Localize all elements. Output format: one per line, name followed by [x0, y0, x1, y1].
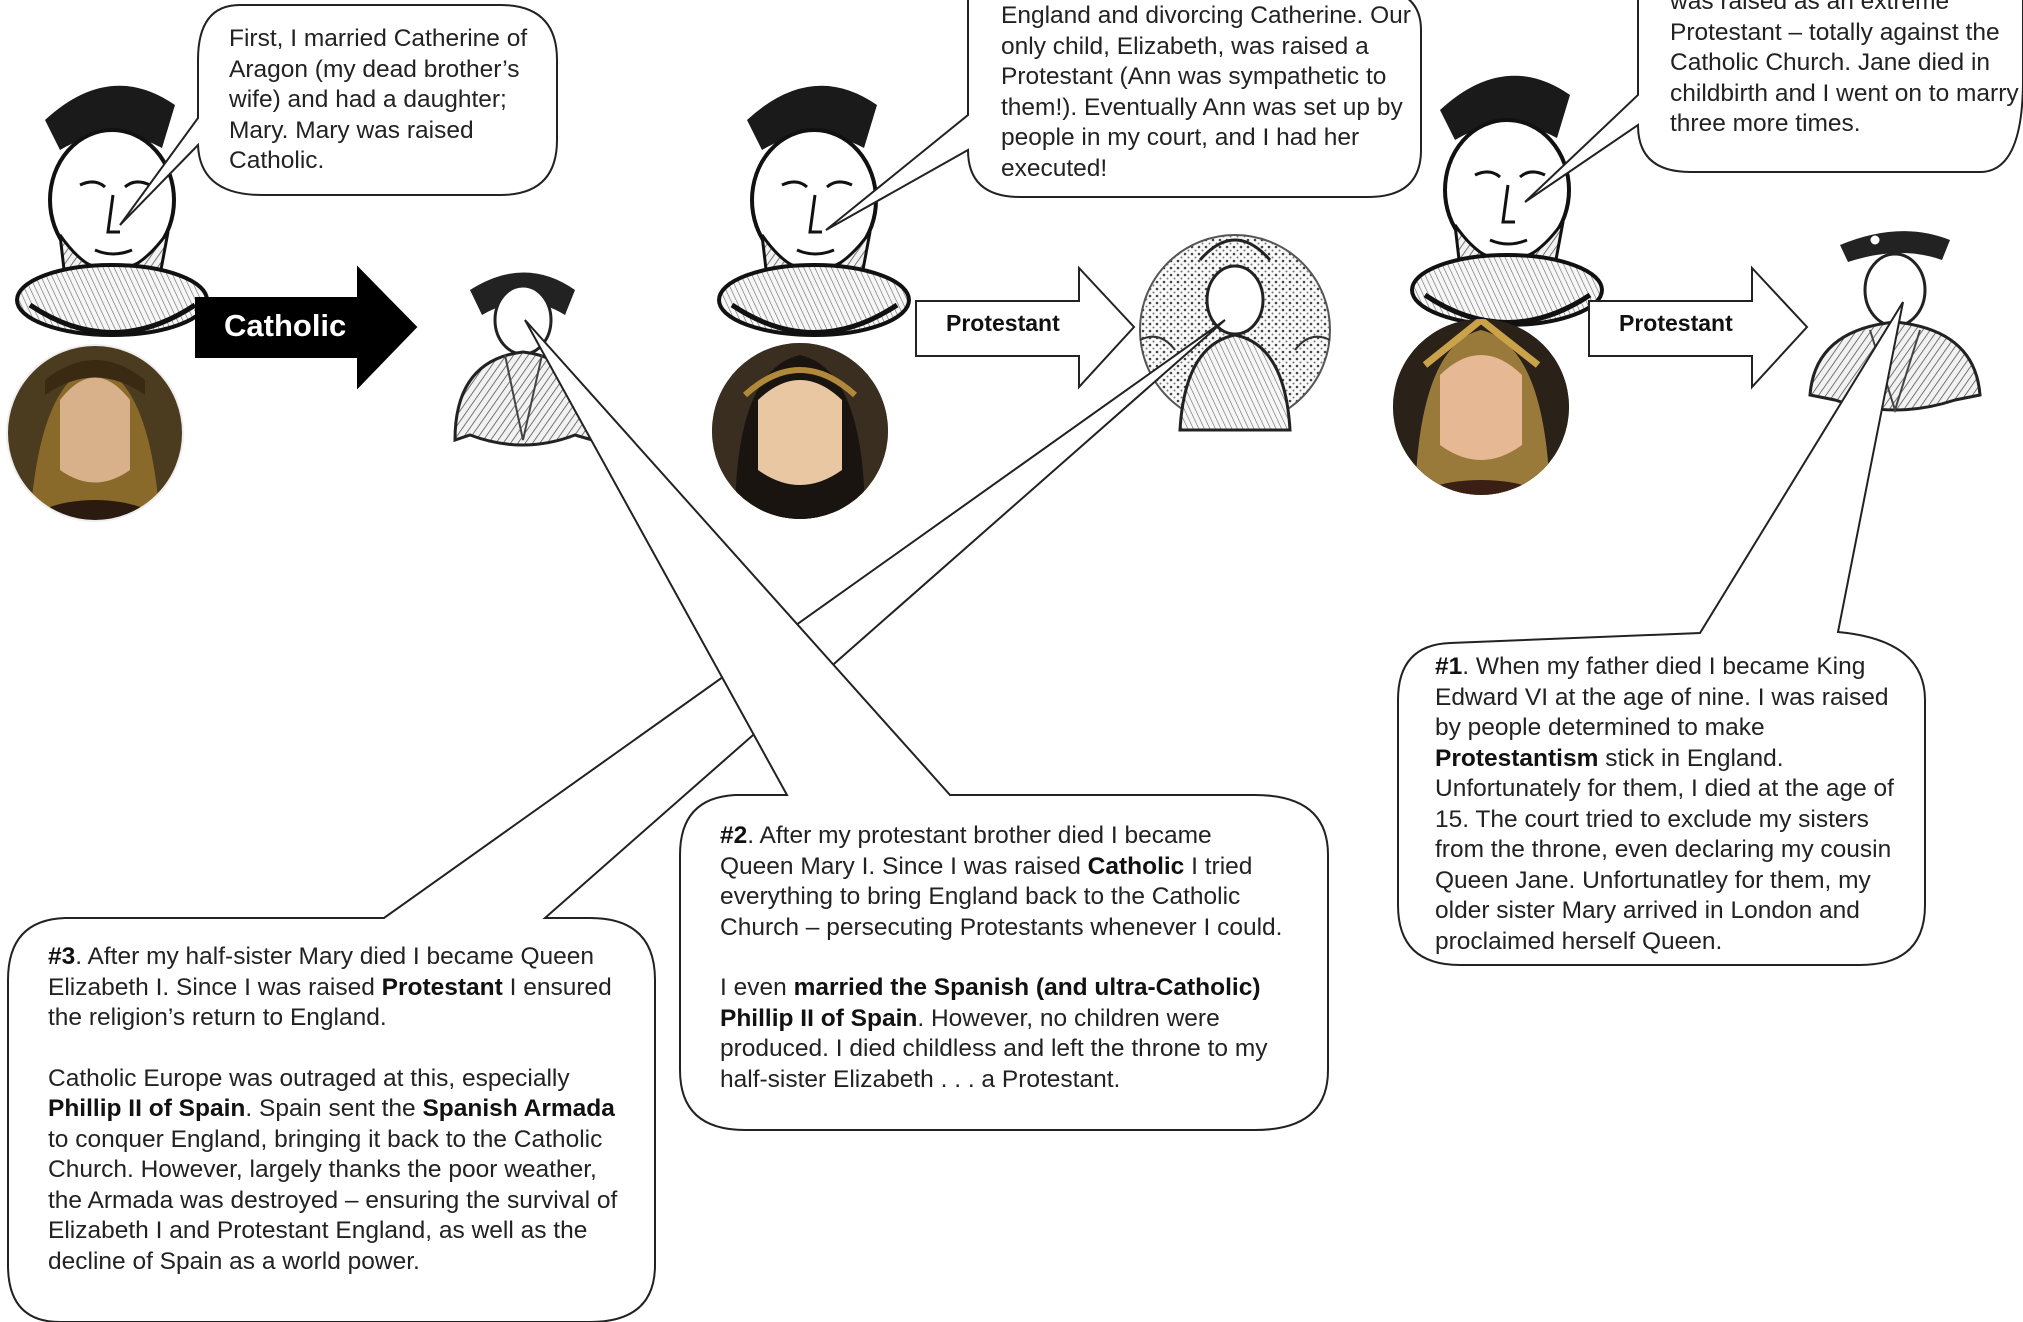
- bubble-bold-text: Protestantism: [1435, 744, 1599, 772]
- bubble-line: Protestant (Ann was sympathetic to: [1001, 63, 1387, 90]
- catholic-arrow: [195, 265, 418, 390]
- bubble-bold-text: Catholic: [1087, 852, 1185, 880]
- protestant-arrow-1: [915, 265, 1136, 390]
- jane-portrait: [1393, 319, 1569, 495]
- bubble-line: Mary. Mary was raised: [229, 116, 474, 144]
- bubble-bold-text: Phillip II of Spain: [48, 1095, 246, 1122]
- bubble-line: wife) and had a daughter;: [229, 86, 507, 113]
- protestant-arrow-label-2: Protestant: [1619, 310, 1733, 336]
- bubble-line: Aragon (my dead brother’s: [229, 55, 520, 83]
- bubble-text: stick in England. Unfortunately for them…: [1435, 744, 1894, 955]
- edward-bubble-text: #1. When my father died I became King Ed…: [1435, 652, 1895, 957]
- bubble-line: people in my court, and I had her: [1001, 124, 1360, 151]
- bubble-number: #1: [1435, 653, 1463, 680]
- henry-bubble-second-text: England and divorcing Catherine. Our onl…: [1001, 1, 1411, 184]
- bubble-text: to conquer England, bringing it back to …: [48, 1125, 618, 1275]
- bubble-line: First, I married Catherine of: [229, 25, 528, 52]
- bubble-line: Protestant – totally against the: [1670, 18, 2000, 46]
- anne-portrait: [712, 343, 888, 519]
- henry-bubble-first-text: First, I married Catherine of Aragon (my…: [229, 24, 527, 177]
- protestant-arrow-label-1: Protestant: [946, 310, 1060, 336]
- henry-bubble-third-text: was raised as an extreme Protestant – to…: [1670, 0, 2019, 140]
- bubble-text: . After my protestant brother died I bec…: [720, 822, 1212, 880]
- bubble-bold-text: Protestant: [381, 973, 503, 1001]
- bubble-text: I tried everything to bring England back…: [720, 852, 1283, 941]
- speech-bubble-catherine: [119, 4, 558, 226]
- bubble-bold-text: Spanish Armada: [422, 1095, 615, 1122]
- speech-bubble-jane: [1524, 0, 2023, 203]
- elizabeth-bubble-text: #3. After my half-sister Mary died I bec…: [48, 942, 618, 1277]
- speech-bubble-mary: [524, 319, 1329, 1131]
- king-henry-icon-1: [15, 85, 209, 337]
- bubble-text: I even: [720, 974, 794, 1001]
- bubble-line: England and divorcing Catherine. Our: [1001, 2, 1411, 29]
- mary-engraving: [453, 272, 594, 447]
- bubble-text: . However, no children were produced. I …: [720, 1004, 1268, 1093]
- bubble-line: only child, Elizabeth, was raised a: [1001, 32, 1369, 60]
- bubble-line: executed!: [1001, 154, 1108, 182]
- bubble-text: . When my father died I became King Edwa…: [1435, 653, 1889, 741]
- speech-bubble-edward: [1397, 301, 1926, 966]
- bubble-number: #2: [720, 822, 748, 849]
- catholic-arrow-label: Catholic: [224, 308, 347, 343]
- bubble-text: I ensured the religion’s return to Engla…: [48, 973, 612, 1032]
- bubble-line: was raised as an extreme: [1670, 0, 1950, 15]
- speech-bubble-anne: [825, 0, 1422, 231]
- protestant-arrow-2: [1588, 265, 1809, 390]
- elizabeth-engraving: [1139, 234, 1331, 432]
- bubble-line: childbirth and I went on to marry: [1670, 79, 2019, 107]
- mary-bubble-text: #2. After my protestant brother died I b…: [720, 821, 1285, 1095]
- bubble-number: #3: [48, 943, 76, 970]
- king-henry-icon-2: [717, 85, 911, 337]
- catherine-portrait: [6, 344, 184, 522]
- bubble-text: Catholic Europe was outraged at this, es…: [48, 1064, 570, 1092]
- bubble-line: three more times.: [1670, 110, 1861, 137]
- bubble-text: . After my half-sister Mary died I becam…: [48, 943, 595, 1001]
- king-henry-icon-3: [1410, 75, 1604, 327]
- bubble-line: them!). Eventually Ann was set up by: [1001, 93, 1403, 121]
- bubble-line: Catholic.: [229, 147, 325, 174]
- bubble-line: Catholic Church. Jane died in: [1670, 49, 1991, 76]
- bubble-text: . Spain sent the: [245, 1095, 423, 1122]
- bubble-bold-text: married the Spanish (and ultra-Catholic)…: [720, 974, 1261, 1032]
